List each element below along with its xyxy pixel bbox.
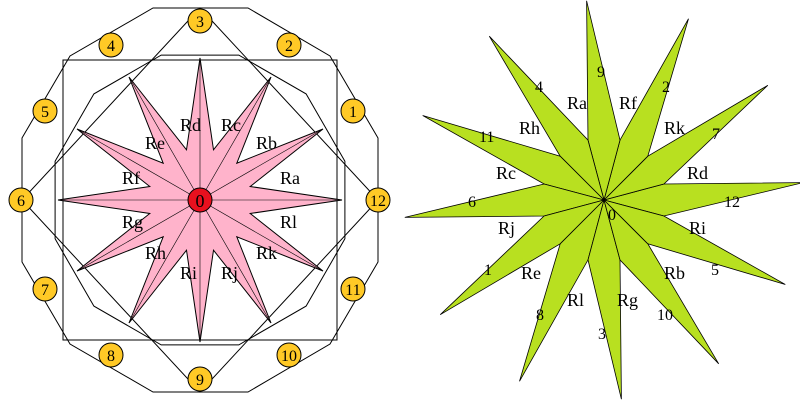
star-spoke	[128, 76, 201, 201]
left-region-label: Ri	[180, 263, 197, 283]
badge-number: 9	[196, 372, 204, 389]
left-dodecagon-diagram: 0 Ra Rb Rc Rd Re Rf Rg Rh Ri Rj Rk Rl 1 …	[8, 7, 391, 393]
number-badge	[32, 276, 58, 302]
number-badge	[98, 342, 124, 368]
green-star	[404, 0, 800, 400]
right-star-diagram: 0 Ra Rf Rh Rk Rc Rd Rj Ri Re Rb Rl Rg 9 …	[404, 0, 800, 400]
left-region-label: Rc	[221, 115, 241, 135]
edge-number: 7	[712, 126, 720, 143]
edge-number: 10	[657, 307, 673, 324]
edge-number: 4	[535, 79, 543, 96]
inner-frame	[62, 59, 338, 341]
number-badge	[276, 32, 302, 58]
star-spoke	[199, 199, 272, 324]
number-badge	[8, 187, 34, 213]
star-spoke	[76, 128, 201, 201]
right-region-label: Rl	[567, 290, 584, 310]
star-piece	[602, 199, 786, 285]
badge-number: 5	[41, 104, 49, 121]
right-region-label: Rj	[498, 218, 515, 238]
left-region-label: Rk	[256, 243, 277, 263]
left-region-label: Rj	[221, 263, 238, 283]
tiling-lines	[21, 7, 379, 393]
star-spoke	[199, 199, 324, 272]
right-region-label: Rd	[687, 163, 708, 183]
edge-number: 11	[479, 129, 494, 146]
number-badge	[187, 8, 213, 34]
right-region-label: Rh	[519, 118, 540, 138]
badge-number: 6	[17, 193, 25, 210]
edge-number: 6	[468, 194, 476, 211]
number-badge	[32, 98, 58, 124]
star-spoke	[199, 128, 324, 201]
edge-number: 1	[484, 262, 492, 279]
inner-diamond	[21, 7, 379, 393]
right-region-label: Rk	[664, 118, 685, 138]
badge-number: 11	[345, 282, 360, 299]
badge-number: 10	[281, 348, 297, 365]
right-region-label: Ra	[567, 93, 587, 113]
star-spoke	[199, 76, 272, 201]
left-center-label: 0	[196, 191, 205, 211]
number-badge	[340, 98, 366, 124]
right-region-label: Rf	[619, 93, 637, 113]
badge-number: 3	[196, 14, 204, 31]
number-badge	[98, 32, 124, 58]
number-badge	[365, 187, 391, 213]
right-region-label: Re	[521, 263, 541, 283]
right-region-label: Rb	[664, 263, 685, 283]
right-region-label: Rg	[617, 290, 638, 310]
number-badge	[276, 342, 302, 368]
edge-number: 12	[724, 194, 740, 211]
edge-number: 9	[597, 64, 605, 81]
edge-number: 2	[662, 79, 670, 96]
left-region-label: Rb	[256, 133, 277, 153]
number-badge	[187, 366, 213, 392]
number-badge	[340, 276, 366, 302]
center-dot	[187, 187, 213, 213]
right-region-label: Rc	[496, 163, 516, 183]
left-region-label: Rh	[145, 243, 166, 263]
left-region-label: Rl	[280, 212, 297, 232]
left-region-label: Re	[145, 133, 165, 153]
boundary-badges: 1 2 3 4 5 6 7 8 9 10 11 12	[8, 8, 391, 392]
badge-number: 7	[41, 282, 49, 299]
badge-number: 12	[370, 193, 386, 210]
left-region-label: Rd	[180, 115, 201, 135]
left-region-label: Rg	[122, 212, 143, 232]
inner-dodecagon	[54, 54, 346, 346]
left-region-label: Rf	[122, 168, 140, 188]
badge-number: 8	[107, 348, 115, 365]
star-spoke	[128, 199, 201, 324]
edge-number: 3	[598, 326, 606, 343]
edge-number: 5	[711, 262, 719, 279]
badge-number: 1	[349, 104, 357, 121]
left-region-label: Ra	[280, 168, 300, 188]
badge-number: 2	[285, 38, 293, 55]
right-center-label: 0	[608, 207, 616, 224]
edge-number: 8	[536, 307, 544, 324]
right-region-label: Ri	[689, 218, 706, 238]
badge-number: 4	[107, 38, 115, 55]
star-spoke	[76, 199, 201, 272]
